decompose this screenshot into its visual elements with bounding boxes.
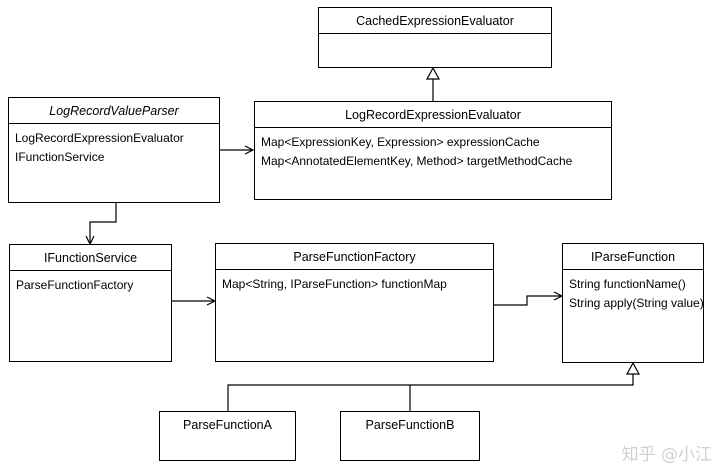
class-name: LogRecordValueParser xyxy=(9,98,219,124)
class-parse-function-a: ParseFunctionA xyxy=(159,411,296,461)
class-members: Map<String, IParseFunction> functionMap xyxy=(216,270,493,294)
class-ifunction-service: IFunctionService ParseFunctionFactory xyxy=(9,244,172,362)
class-name: IFunctionService xyxy=(10,245,171,271)
class-members: LogRecordExpressionEvaluator IFunctionSe… xyxy=(9,124,219,167)
class-name: IParseFunction xyxy=(563,244,703,270)
class-name: ParseFunctionFactory xyxy=(216,244,493,270)
member-function-map: Map<String, IParseFunction> functionMap xyxy=(222,277,447,291)
member-ifunction-service: IFunctionService xyxy=(15,150,105,164)
member-function-name: String functionName() xyxy=(569,277,686,291)
watermark: 知乎 @小江 xyxy=(621,445,712,465)
member-expression-cache: Map<ExpressionKey, Expression> expressio… xyxy=(261,135,540,149)
class-log-record-expression-evaluator: LogRecordExpressionEvaluator Map<Express… xyxy=(254,101,612,200)
inheritance-arrowhead-cached xyxy=(425,66,441,80)
member-log-record-expression-evaluator: LogRecordExpressionEvaluator xyxy=(15,131,184,145)
member-apply: String apply(String value) xyxy=(569,296,704,310)
member-target-method-cache: Map<AnnotatedElementKey, Method> targetM… xyxy=(261,154,573,168)
class-log-record-value-parser: LogRecordValueParser LogRecordExpression… xyxy=(8,97,220,203)
association-line-parser-to-service xyxy=(89,203,117,243)
implementation-line-function-a xyxy=(227,374,634,411)
class-cached-expression-evaluator: CachedExpressionEvaluator xyxy=(318,7,552,68)
class-members: Map<ExpressionKey, Expression> expressio… xyxy=(255,128,611,171)
class-parse-function-b: ParseFunctionB xyxy=(340,411,480,461)
class-members: ParseFunctionFactory xyxy=(10,271,171,295)
class-iparse-function: IParseFunction String functionName() Str… xyxy=(562,243,704,363)
class-name: CachedExpressionEvaluator xyxy=(319,8,551,34)
association-line-factory-to-function xyxy=(494,295,561,306)
class-name: ParseFunctionB xyxy=(365,418,455,432)
implementation-arrowhead-iparsefunction xyxy=(625,361,641,375)
class-name: LogRecordExpressionEvaluator xyxy=(255,102,611,128)
member-parse-function-factory: ParseFunctionFactory xyxy=(16,278,134,292)
association-arrowhead-evaluator xyxy=(244,145,255,155)
class-parse-function-factory: ParseFunctionFactory Map<String, IParseF… xyxy=(215,243,494,362)
class-name: ParseFunctionA xyxy=(183,418,272,432)
class-members: String functionName() String apply(Strin… xyxy=(563,270,704,313)
